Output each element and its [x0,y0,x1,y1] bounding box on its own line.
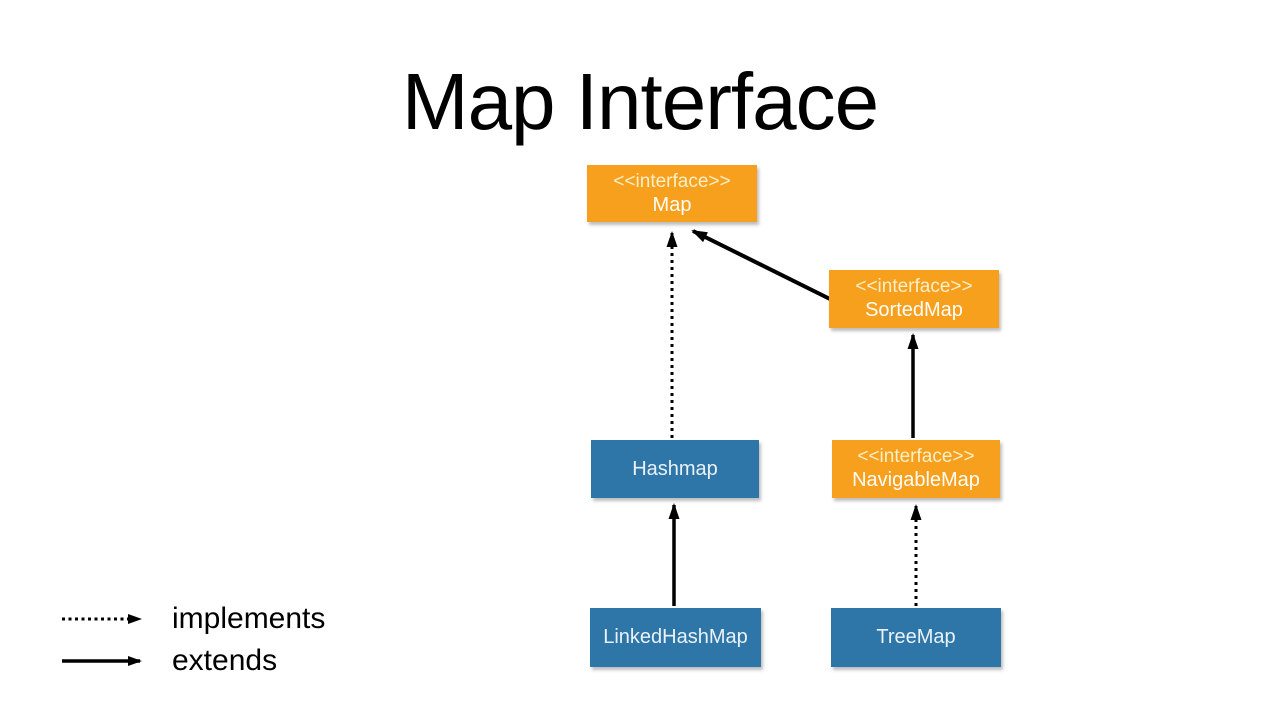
legend: implements extends [60,598,325,682]
page-title: Map Interface [401,57,879,146]
node-treemap-label: TreeMap [876,626,956,649]
node-linkedhashmap-label: LinkedHashMap [603,626,748,649]
legend-row-implements: implements [60,598,325,640]
node-map-stereotype: <<interface>> [613,170,731,192]
node-navigablemap-interface: <<interface>> NavigableMap [832,440,1000,498]
legend-label-extends: extends [172,644,278,677]
node-navigablemap-stereotype: <<interface>> [857,446,975,468]
legend-row-extends: extends [60,640,325,682]
node-sortedmap-interface: <<interface>> SortedMap [829,270,999,328]
implements-dotted-arrow-icon [62,614,142,624]
node-navigablemap-label: NavigableMap [852,469,980,492]
node-map-label: Map [652,193,692,216]
node-sortedmap-label: SortedMap [865,299,963,322]
node-map-interface: <<interface>> Map [587,165,757,222]
node-sortedmap-stereotype: <<interface>> [855,276,973,298]
extends-solid-arrow-icon [62,656,142,666]
legend-label-implements: implements [172,602,326,635]
node-hashmap-class: Hashmap [591,440,759,498]
node-hashmap-label: Hashmap [632,457,718,480]
node-treemap-class: TreeMap [831,608,1001,667]
node-linkedhashmap-class: LinkedHashMap [590,608,761,667]
edge-sortedmap-extends-map [691,229,839,305]
